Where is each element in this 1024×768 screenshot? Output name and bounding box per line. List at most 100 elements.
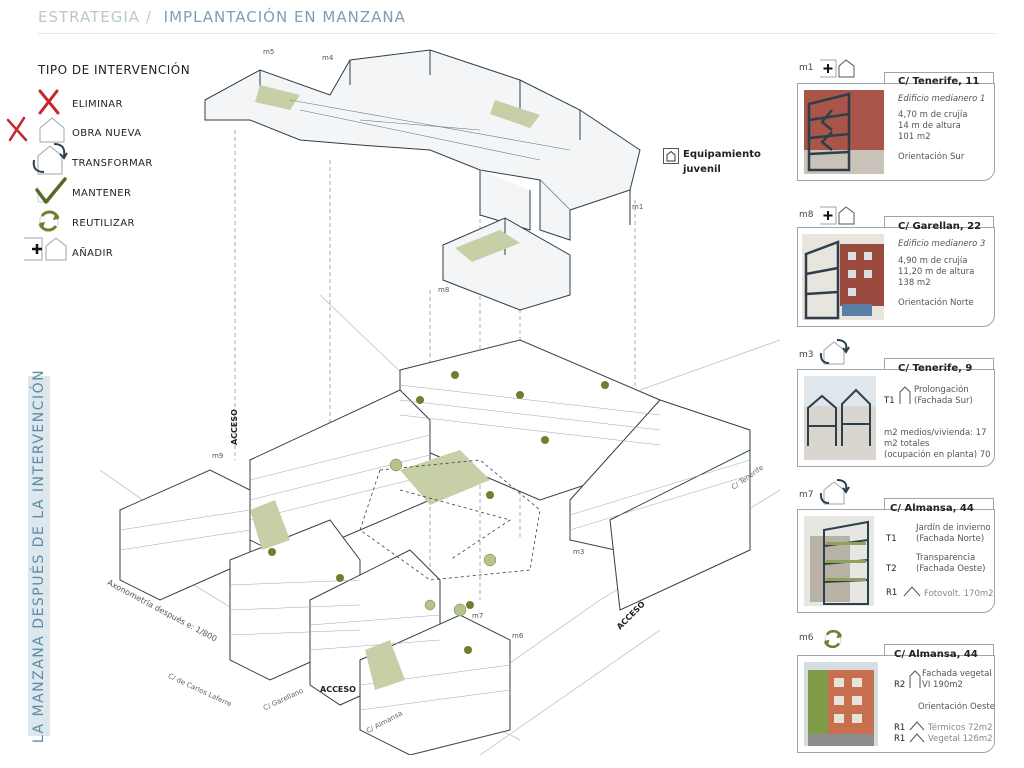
card-line: 4,90 m de crujía [898, 256, 968, 266]
card-tag-m3: m3 [799, 350, 814, 360]
card-line: (Fachada Sur) [914, 396, 973, 406]
roof-icon [903, 586, 921, 597]
card-tag-m8: m8 [799, 210, 814, 220]
card-line: Fachada vegetal [922, 669, 992, 679]
youth-facility-icon [663, 148, 679, 164]
equipamiento-line1: Equipamiento [683, 149, 761, 160]
r2-label: R2 [894, 680, 906, 690]
r1-label: R1 [894, 734, 906, 744]
t-label: T1 [884, 396, 895, 406]
plan-tag-m9: m9 [212, 452, 224, 460]
card-line: (Fachada Oeste) [916, 564, 986, 574]
vertical-title-band: LA MANZANA DESPUÉS DE LA INTERVENCIÓN [28, 369, 50, 743]
card-almansa-44-m7: C/ Almansa, 44 T1 Jardín de invierno (Fa… [797, 503, 995, 613]
r1-label: R1 [886, 588, 898, 598]
t1-label: T1 [886, 534, 897, 544]
building-photo [804, 662, 878, 746]
building-photo [804, 376, 876, 460]
card-orientation: Orientación Oeste [918, 702, 995, 712]
card-tag-m7: m7 [799, 490, 814, 500]
access-label-1: ACCESO [230, 409, 239, 445]
card-line: 138 m2 [898, 278, 931, 288]
plan-tag-m5: m5 [263, 48, 275, 56]
legend-item-eliminar: ELIMINAR [72, 99, 123, 110]
card-tab [884, 644, 994, 657]
card-line: 11,20 m de altura [898, 267, 975, 277]
card-line: Prolongación [914, 385, 969, 395]
card-line: Fotovolt. 170m2 [924, 589, 994, 599]
legend-item-reutilizar: REUTILIZAR [72, 218, 135, 229]
equipamiento-line2: juvenil [683, 164, 721, 175]
card-tag-m1: m1 [799, 63, 814, 73]
card-title: C/ Garellan, 22 [898, 221, 982, 232]
header-separator: / [145, 8, 152, 26]
card-line: m2 medios/vivienda: 17 [884, 428, 987, 438]
add-icon [820, 206, 855, 225]
vertical-title: LA MANZANA DESPUÉS DE LA INTERVENCIÓN [31, 368, 47, 744]
card-tab [884, 498, 994, 511]
card-tenerife-11: C/ Tenerife, 11 Edificio medianero 1 4,7… [797, 76, 995, 181]
card-tag-m6: m6 [799, 633, 814, 643]
card-footer: Orientación Norte [898, 298, 974, 308]
plan-tag-m8: m8 [438, 286, 450, 294]
plan-tag-m4: m4 [322, 54, 334, 62]
legend-item-anadir: AÑADIR [72, 248, 114, 259]
new-building-icon [6, 116, 65, 143]
card-tenerife-9: C/ Tenerife, 9 T1 Prolongación (Fachada … [797, 363, 995, 467]
r1-label: R1 [894, 723, 906, 733]
building-photo [802, 234, 884, 320]
building-photo [804, 516, 874, 606]
card-line: 14 m de altura [898, 121, 961, 131]
card-tab [884, 72, 994, 85]
plan-tag-m3: m3 [573, 548, 585, 556]
card-title: C/ Tenerife, 9 [898, 363, 973, 374]
access-label-2: ACCESO [320, 685, 356, 694]
card-line: Jardín de invierno [916, 523, 991, 533]
card-subtitle: Edificio medianero 3 [898, 239, 986, 249]
page-title: IMPLANTACIÓN EN MANZANA [163, 8, 406, 26]
recycle-icon [38, 210, 60, 232]
card-line: Vegetal 126m2 [928, 734, 993, 744]
page-header: ESTRATEGIA / IMPLANTACIÓN EN MANZANA [38, 8, 406, 26]
card-line: Térmicos 72m2 [928, 723, 993, 733]
card-line: Transparencia [916, 553, 976, 563]
transform-arrows-icon [32, 143, 68, 175]
t2-label: T2 [886, 564, 897, 574]
card-line: m2 totales [884, 439, 930, 449]
card-title: C/ Tenerife, 11 [898, 76, 980, 87]
card-line: (Fachada Norte) [916, 534, 985, 544]
legend-item-mantener: MANTENER [72, 188, 132, 199]
add-icon [24, 237, 67, 261]
transform-arrows-icon [819, 339, 850, 365]
card-garellan-22: C/ Garellan, 22 Edificio medianero 3 4,9… [797, 221, 995, 327]
card-line: VI 190m2 [922, 680, 963, 690]
roof-icon [909, 733, 925, 743]
axonometric-drawing [100, 49, 780, 755]
card-title: C/ Almansa, 44 [890, 503, 974, 514]
card-tab [884, 216, 994, 229]
card-footer: Orientación Sur [898, 152, 965, 162]
card-line: (ocupación en planta) 70 [884, 450, 991, 460]
plan-tag-m6: m6 [512, 632, 524, 640]
card-line: 4,70 m de crujía [898, 110, 968, 120]
building-photo [804, 90, 884, 174]
header-section: ESTRATEGIA [38, 8, 141, 26]
card-line: 101 m2 [898, 132, 931, 142]
roof-icon [909, 721, 925, 731]
header-divider [38, 33, 996, 34]
legend-item-obra-nueva: OBRA NUEVA [72, 128, 142, 139]
plan-tag-m7: m7 [472, 612, 484, 620]
recycle-icon [823, 629, 843, 649]
add-icon [820, 59, 855, 78]
plan-tag-m1: m1 [632, 203, 644, 211]
cross-icon [38, 89, 60, 115]
card-tab [884, 358, 994, 371]
card-subtitle: Edificio medianero 1 [898, 94, 986, 104]
legend-title: TIPO DE INTERVENCIÓN [38, 63, 191, 77]
checkmark-icon [35, 177, 67, 204]
extension-icon [899, 386, 911, 404]
card-almansa-44-m6: C/ Almansa, 44 R2 Fachada vegetal VI 190… [797, 649, 995, 753]
facade-icon [909, 670, 921, 688]
legend-item-transformar: TRANSFORMAR [72, 158, 153, 169]
transform-arrows-icon [819, 479, 850, 505]
